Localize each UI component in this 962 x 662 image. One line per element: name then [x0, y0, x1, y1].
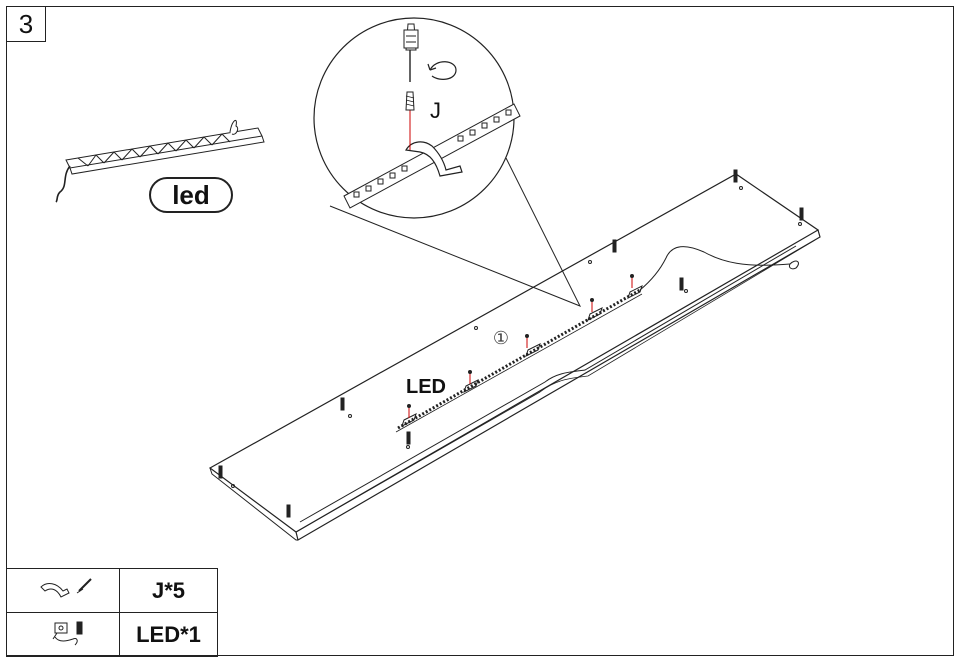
- part-callout: J: [430, 98, 441, 123]
- led-badge-label: led: [172, 180, 210, 210]
- led-badge: led: [149, 177, 233, 213]
- step-number: 3: [6, 6, 46, 42]
- parts-row: J*5: [6, 568, 218, 613]
- parts-list: J*5 LED*1: [6, 568, 218, 657]
- clip-screw-icon: [6, 568, 120, 613]
- led-strip-on-board: [395, 246, 799, 433]
- led-strip-icon: [55, 119, 265, 203]
- dowel-pins: [218, 169, 804, 518]
- parts-qty-j: J*5: [119, 568, 218, 613]
- parts-qty-led: LED*1: [119, 612, 218, 657]
- board-panel: [208, 173, 821, 541]
- sheet-frame: [6, 6, 954, 656]
- led-callout: LED: [406, 376, 446, 398]
- clips-j: [401, 274, 643, 427]
- parts-row: LED*1: [6, 612, 218, 657]
- led-strip-icon: [6, 612, 120, 657]
- detail-zoom: J: [313, 17, 582, 307]
- board-marker: ①: [493, 328, 509, 348]
